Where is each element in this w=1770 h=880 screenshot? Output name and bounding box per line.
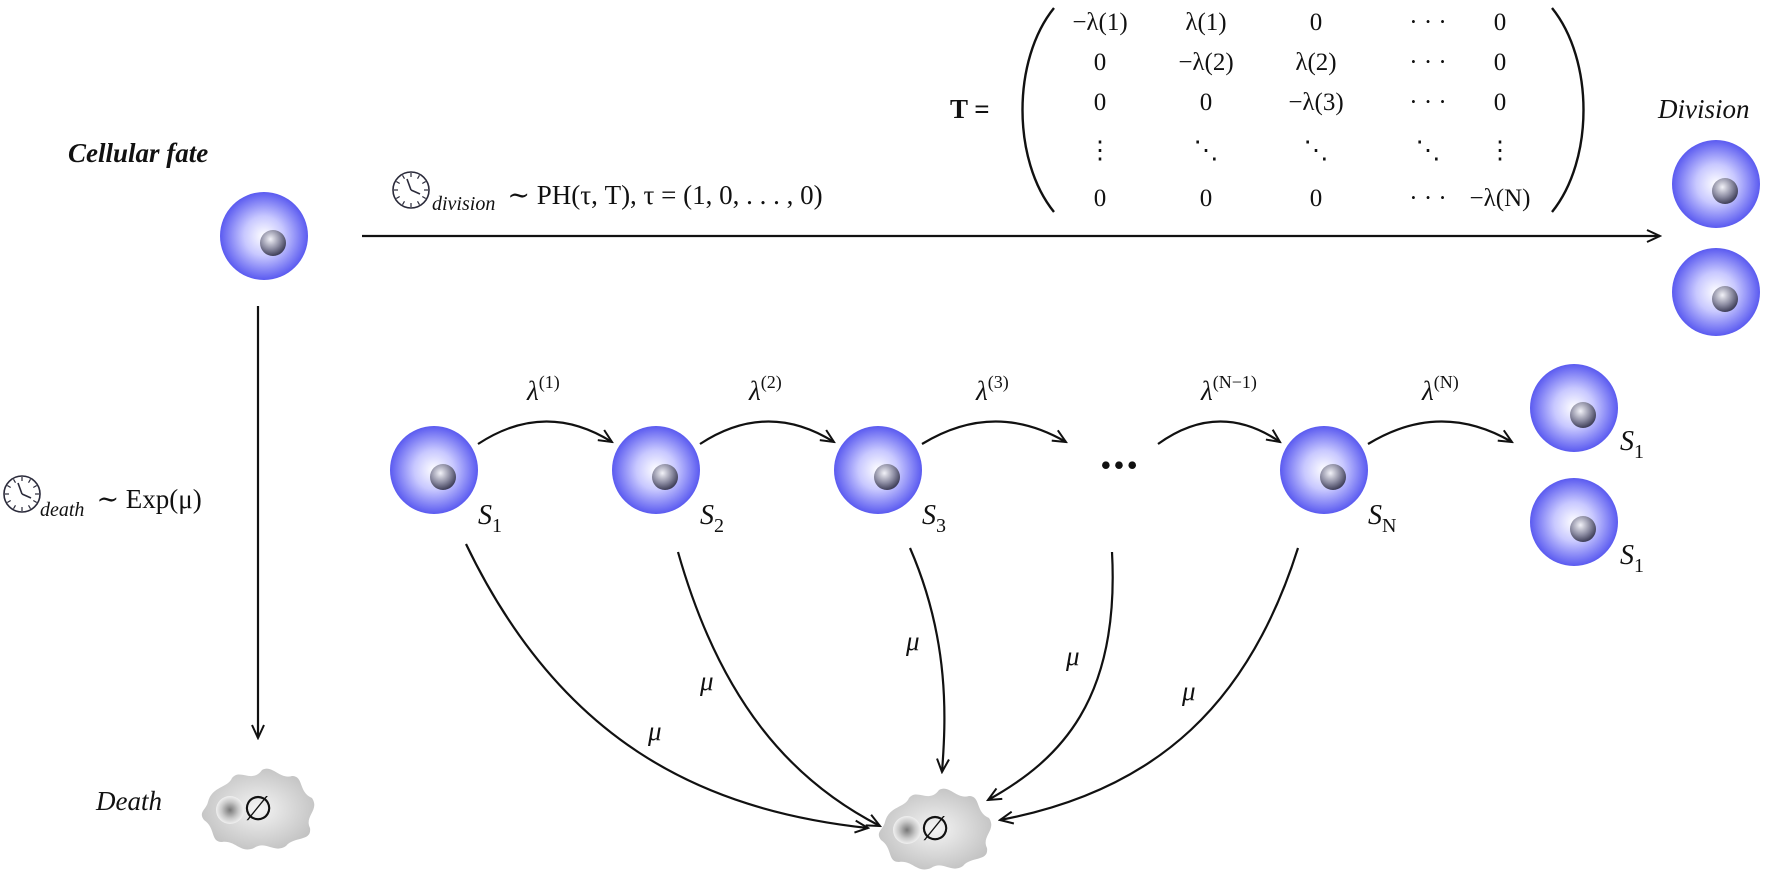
death-clock-icon [3, 475, 41, 513]
matrix-cell: −λ(3) [1288, 89, 1343, 116]
death-clock-label: death ∼ Exp(μ) [40, 484, 202, 521]
stage-cell: S1 [390, 426, 502, 537]
matrix-cell: λ(2) [1295, 49, 1336, 76]
matrix-cell: ⋱ [1194, 137, 1219, 164]
death-rate-arrow [1000, 547, 1300, 820]
stage-daughter-cell: S1 [1530, 364, 1644, 463]
death-rate-arrow [676, 551, 880, 826]
rate-arrow [699, 420, 834, 445]
division-clock-label: division ∼ PH(τ, T), τ = (1, 0, . . . , … [432, 180, 823, 215]
matrix-cell: −λ(N) [1470, 185, 1531, 212]
matrix-cell: 0 [1200, 185, 1213, 212]
diagram-title: Cellular fate [68, 138, 208, 168]
rate-label: λ(N) [1421, 372, 1459, 406]
stage-cells: S1 S2 S3 SN [390, 426, 1396, 537]
death-rate-label: μ [1065, 641, 1080, 671]
rate-label: λ(3) [975, 372, 1009, 406]
division-expression: ∼ PH(τ, T), τ = (1, 0, . . . , 0) [507, 180, 822, 210]
stage-daughter-label: S1 [1620, 540, 1644, 577]
death-rate-arrow [908, 547, 944, 772]
rate-label: λ(1) [526, 372, 560, 406]
stage-label: S1 [478, 500, 502, 537]
rate-arrow [1157, 420, 1280, 445]
matrix-cells: −λ(1) λ(1) 0 · · · 0 0 −λ(2) λ(2) · · · 0 0 0 −λ(3) ·… [1072, 9, 1530, 212]
matrix-cell: ⋱ [1304, 137, 1329, 164]
matrix-cell: 0 [1494, 9, 1507, 36]
stage-cell: S2 [612, 426, 724, 537]
rate-arrow [477, 420, 612, 445]
death-rate-label: μ [905, 626, 920, 656]
stage-label: S3 [922, 500, 946, 537]
death-rate-arrow [465, 543, 868, 828]
matrix-cell: 0 [1094, 49, 1107, 76]
division-clock-icon [392, 171, 430, 209]
matrix-name: T = [950, 94, 990, 124]
matrix-cell: 0 [1494, 49, 1507, 76]
mother-cell [220, 192, 308, 280]
matrix-cell: ⋮ [1488, 137, 1513, 164]
daughter-cell-top [1672, 140, 1760, 228]
death-rate-label: μ [1181, 676, 1196, 706]
matrix-right-bracket [1551, 7, 1585, 213]
matrix-cell: 0 [1310, 185, 1323, 212]
rate-arrows: λ(1) λ(2) λ(3) λ(N−1) λ(N) [477, 372, 1512, 445]
empty-set-center: ∅ [920, 811, 950, 848]
matrix-cell: · · · [1409, 49, 1446, 76]
matrix-cell: 0 [1094, 185, 1107, 212]
daughter-cell-bottom [1672, 248, 1760, 336]
stage-cell: SN [1280, 426, 1396, 537]
matrix-cell: ⋱ [1416, 137, 1441, 164]
matrix-cell: · · · [1409, 9, 1446, 36]
matrix-cell: λ(1) [1185, 9, 1226, 36]
stage-ellipsis: ••• [1100, 447, 1140, 483]
matrix-left-bracket [1021, 7, 1055, 213]
division-subscript: division [432, 193, 495, 215]
rate-label: λ(2) [748, 372, 782, 406]
stage-label: S2 [700, 500, 724, 537]
stage-daughter-cell: S1 [1530, 478, 1644, 577]
matrix-cell: 0 [1494, 89, 1507, 116]
death-rate-arrow [988, 551, 1114, 800]
matrix-cell: 0 [1310, 9, 1323, 36]
matrix-cell: · · · [1409, 185, 1446, 212]
matrix-cell: ⋮ [1088, 137, 1113, 164]
rate-arrow [1367, 420, 1512, 445]
stage-label: SN [1368, 500, 1396, 537]
death-rate-label: μ [699, 666, 714, 696]
death-expression: ∼ Exp(μ) [96, 484, 201, 514]
matrix-cell: 0 [1200, 89, 1213, 116]
division-label: Division [1657, 94, 1750, 124]
matrix-cell: −λ(2) [1178, 49, 1233, 76]
death-label: Death [95, 786, 162, 816]
matrix-cell: 0 [1094, 89, 1107, 116]
rate-label: λ(N−1) [1200, 372, 1257, 406]
empty-set-left: ∅ [243, 791, 273, 828]
dead-cell-left: ∅ [201, 768, 315, 850]
stage-death-arrows: μ μ μ μ μ [465, 543, 1300, 828]
dead-cell-center: ∅ [878, 788, 992, 870]
matrix-cell: −λ(1) [1072, 9, 1127, 36]
rate-arrow [921, 420, 1066, 445]
matrix-cell: · · · [1409, 89, 1446, 116]
stage-daughter-label: S1 [1620, 426, 1644, 463]
death-subscript: death [40, 499, 84, 521]
death-rate-label: μ [647, 716, 662, 746]
stage-cell: S3 [834, 426, 946, 537]
